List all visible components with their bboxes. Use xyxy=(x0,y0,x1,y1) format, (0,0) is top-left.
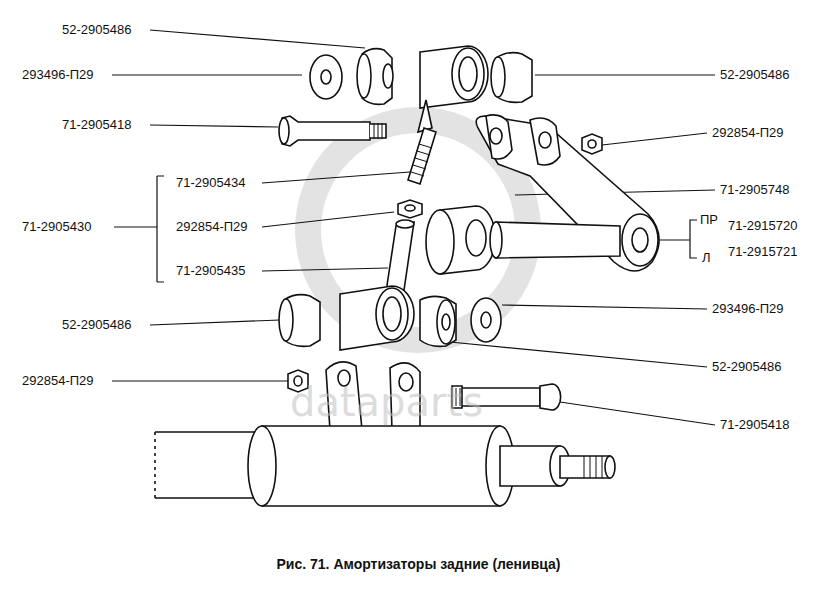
part-number: Л xyxy=(702,250,711,266)
part-number: 52-2905486 xyxy=(720,67,789,83)
part-number: 71-2905430 xyxy=(22,219,91,235)
part-number: 293496-П29 xyxy=(712,301,784,317)
part-number: 292854-П29 xyxy=(176,219,248,235)
part-number: 52-2905486 xyxy=(712,359,781,375)
part-number: 71-2905418 xyxy=(720,417,789,433)
part-number: 292854-П29 xyxy=(712,125,784,141)
part-number: 293496-П29 xyxy=(22,67,94,83)
part-number: 292854-П29 xyxy=(22,373,94,389)
part-number: 71-2915721 xyxy=(728,244,797,260)
figure-caption: Рис. 71. Амортизаторы задние (ленивца) xyxy=(0,555,837,573)
part-number: ПР xyxy=(700,212,718,228)
watermark: dataparts xyxy=(290,380,483,424)
part-number: 71-2905748 xyxy=(720,182,789,198)
part-number: 71-2905435 xyxy=(176,263,245,279)
part-number: 52-2905486 xyxy=(62,317,131,333)
part-number: 71-2915720 xyxy=(728,218,797,234)
part-number: 52-2905486 xyxy=(62,22,131,38)
part-number: 71-2905434 xyxy=(176,175,245,191)
part-number: 71-2905418 xyxy=(62,117,131,133)
